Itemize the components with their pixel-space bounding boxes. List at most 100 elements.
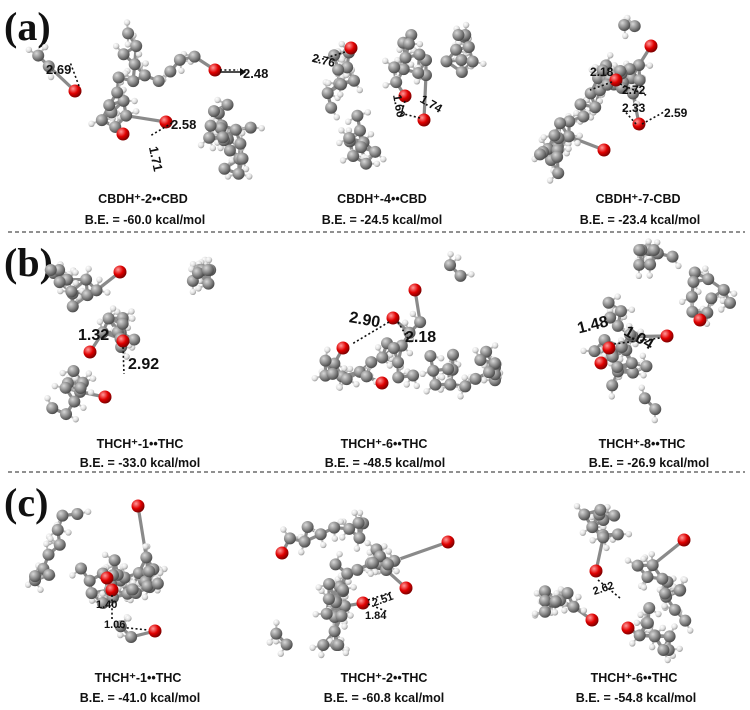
- hydrogen-atom: [131, 97, 138, 105]
- carbon-atom: [606, 379, 619, 392]
- hydrogen-bond: [399, 112, 421, 119]
- carbon-atom: [483, 366, 496, 379]
- carbon-atom: [444, 259, 457, 272]
- carbon-atom: [646, 559, 659, 572]
- atom-layer: [266, 509, 455, 659]
- hydrogen-atom: [382, 81, 389, 89]
- carbon-atom: [42, 60, 55, 73]
- oxygen-atom: [356, 596, 370, 610]
- hydrogen-atom: [639, 352, 647, 360]
- structure-name: THCH⁺-8••THC: [599, 437, 686, 451]
- carbon-atom: [455, 66, 468, 79]
- carbon-atom: [125, 631, 138, 644]
- carbon-atom: [68, 395, 81, 408]
- hydrogen-bond: [69, 61, 80, 87]
- hydrogen-atom: [671, 623, 678, 630]
- carbon-atom: [539, 605, 551, 618]
- hydrogen-atom: [214, 96, 221, 104]
- hydrogen-atom: [454, 254, 462, 261]
- hydrogen-bond: [597, 579, 621, 599]
- distance-label: 1.40: [96, 599, 117, 611]
- carbon-atom: [562, 130, 575, 143]
- carbon-atom: [214, 122, 227, 135]
- hydrogen-atom: [273, 619, 280, 626]
- carbon-atom: [688, 266, 701, 279]
- hydrogen-atom: [730, 290, 738, 297]
- carbon-atom: [143, 565, 156, 578]
- oxygen-atom: [116, 334, 130, 348]
- carbon-atom: [141, 580, 154, 593]
- hydrogen-atom: [341, 623, 348, 630]
- structure-name: THCH⁺-1••THC: [95, 671, 182, 685]
- hydrogen-atom: [629, 640, 636, 647]
- hydrogen-atom: [438, 374, 446, 381]
- hydrogen-atom: [655, 610, 662, 618]
- carbon-atom: [114, 620, 127, 633]
- carbon-atom: [633, 244, 646, 256]
- hydrogen-atom: [333, 113, 340, 121]
- carbon-atom: [489, 357, 501, 370]
- carbon-atom: [685, 290, 698, 303]
- carbon-atom: [414, 316, 427, 329]
- carbon-atom: [354, 124, 367, 137]
- carbon-atom: [366, 556, 379, 569]
- carbon-atom: [53, 538, 66, 551]
- hydrogen-atom: [347, 612, 354, 619]
- carbon-atom: [649, 403, 662, 416]
- hydrogen-atom: [72, 416, 79, 423]
- carbon-atom: [229, 123, 242, 136]
- distance-label: 1.71: [146, 145, 166, 173]
- carbon-atom: [234, 137, 247, 150]
- carbon-atom: [644, 258, 657, 271]
- hydrogen-atom: [280, 526, 287, 533]
- carbon-atom: [673, 584, 686, 597]
- carbon-atom: [413, 48, 426, 61]
- hydrogen-atom: [112, 42, 120, 50]
- hydrogen-atom: [386, 362, 394, 369]
- atom-layer: [25, 19, 265, 180]
- carbon-atom: [216, 131, 229, 144]
- carbon-atom: [657, 644, 670, 656]
- atom-layer: [321, 21, 487, 170]
- hydrogen-atom: [603, 544, 610, 552]
- hydrogen-atom: [341, 365, 348, 372]
- carbon-atom: [440, 55, 453, 68]
- carbon-atom: [218, 162, 231, 175]
- hydrogen-atom: [96, 318, 104, 325]
- hydrogen-atom: [85, 265, 92, 273]
- hydrogen-atom: [129, 315, 136, 322]
- molecule-cbdh-2-cbd: [25, 19, 265, 180]
- oxygen-atom: [399, 581, 413, 595]
- hydrogen-atom: [242, 165, 250, 173]
- hydrogen-atom: [633, 619, 641, 626]
- hydrogen-atom: [702, 265, 709, 272]
- carbon-atom: [638, 392, 651, 405]
- carbon-atom: [666, 250, 679, 263]
- carbon-atom: [74, 381, 87, 394]
- hydrogen-atom: [44, 395, 51, 402]
- hydrogen-atom: [217, 144, 224, 152]
- hydrogen-atom: [457, 393, 464, 400]
- hydrogen-atom: [123, 353, 130, 360]
- carbon-atom: [641, 570, 654, 583]
- carbon-atom: [29, 570, 41, 583]
- hydrogen-atom: [69, 572, 76, 579]
- carbon-atom: [392, 371, 405, 384]
- hydrogen-atom: [320, 541, 327, 549]
- hydrogen-atom: [622, 32, 629, 40]
- hydrogen-atom: [342, 649, 350, 657]
- oxygen-atom: [98, 390, 112, 404]
- hydrogen-atom: [401, 319, 409, 326]
- oxygen-atom: [344, 41, 358, 55]
- carbon-atom: [328, 521, 341, 534]
- carbon-atom: [647, 244, 660, 256]
- bond: [136, 504, 148, 559]
- carbon-atom: [85, 587, 98, 600]
- distance-label: 2.76: [311, 51, 337, 70]
- hydrogen-atom: [336, 139, 343, 147]
- oxygen-atom: [148, 624, 162, 638]
- hydrogen-atom: [393, 567, 400, 575]
- oxygen-atom: [83, 345, 97, 359]
- carbon-atom: [173, 53, 186, 66]
- structure-name: THCH⁺-1••THC: [97, 437, 184, 451]
